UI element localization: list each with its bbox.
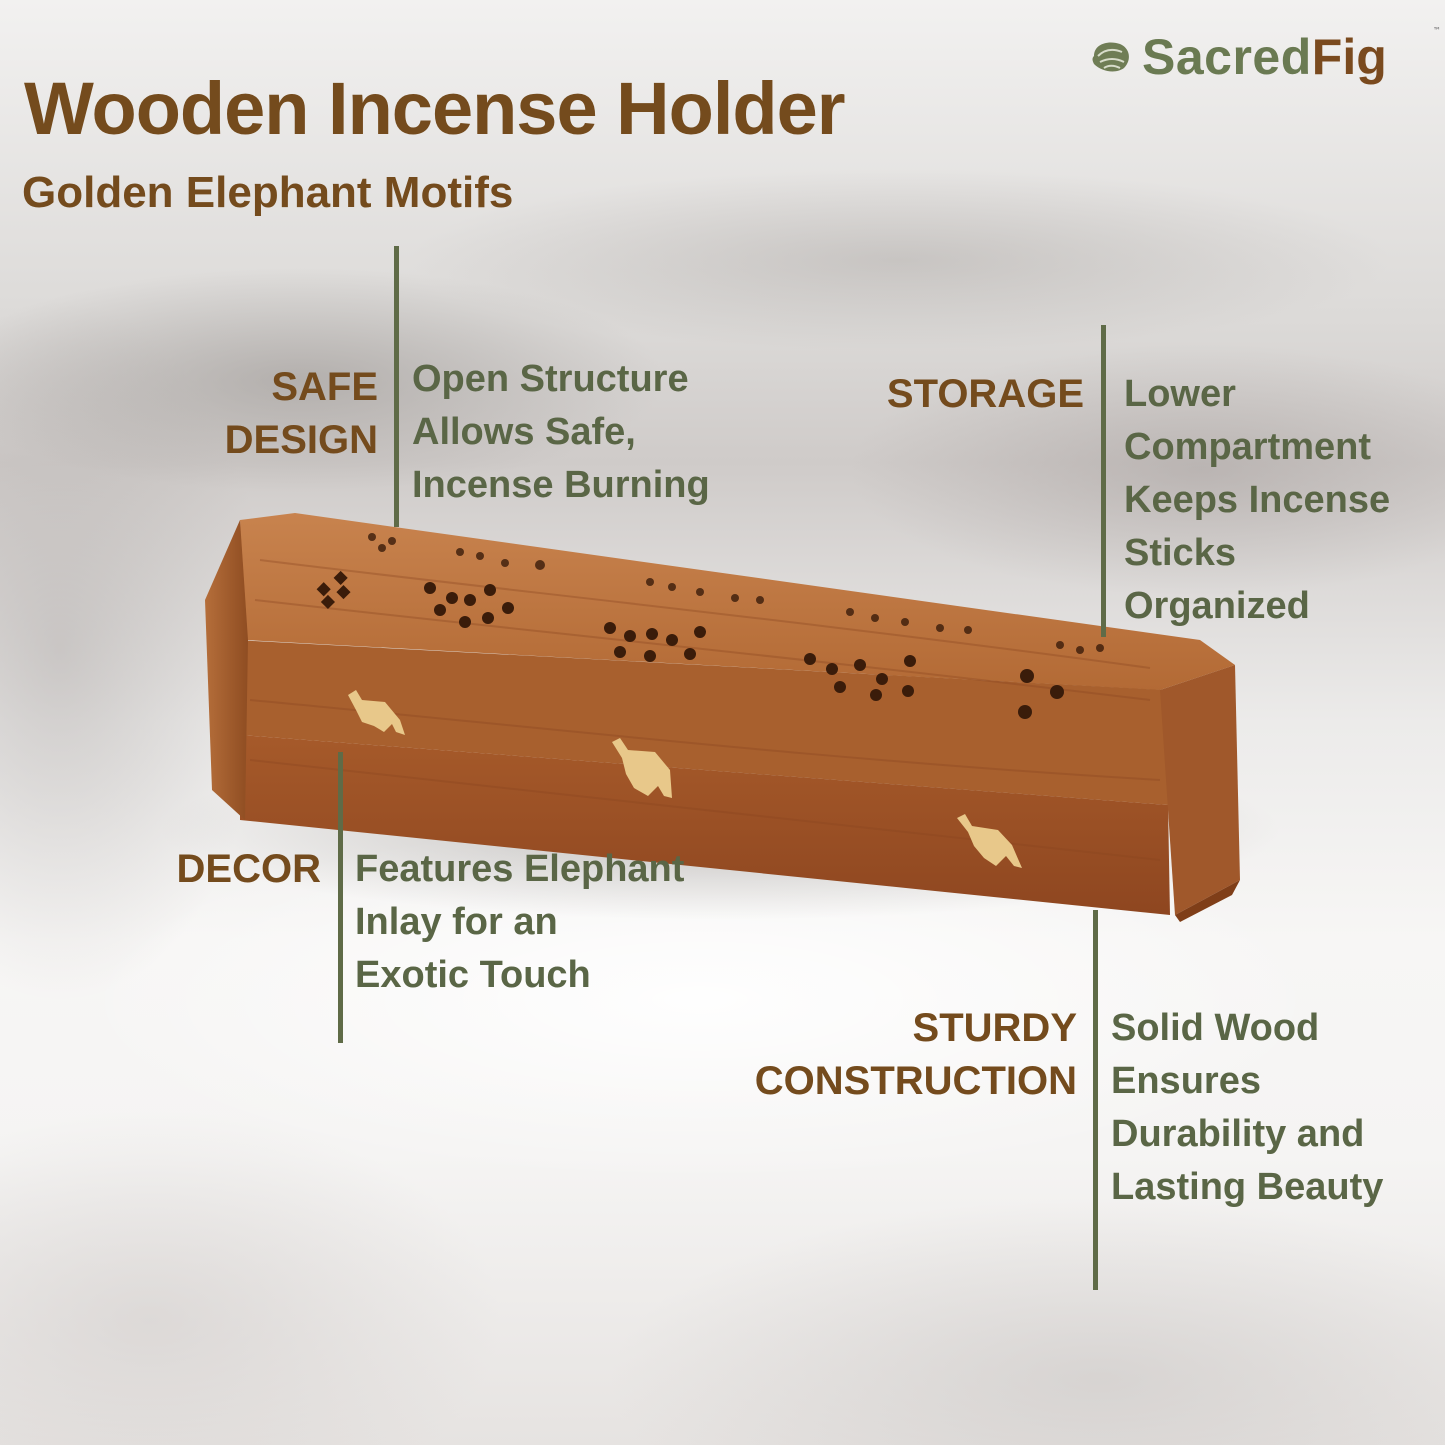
divider-line xyxy=(1101,325,1106,637)
feature-description-storage: Lower Compartment Keeps Incense Sticks O… xyxy=(1124,373,1391,627)
feature-description-safe-design: Open Structure Allows Safe, Incense Burn… xyxy=(412,358,710,506)
page-subtitle: Golden Elephant Motifs xyxy=(22,168,514,217)
brand-name-fig: Fig xyxy=(1311,29,1387,85)
divider-line xyxy=(1093,910,1098,1290)
trademark-symbol: ™ xyxy=(1433,26,1441,35)
feature-label-decor: DECOR xyxy=(176,847,321,891)
leaf-icon xyxy=(1092,42,1129,72)
feature-description-sturdy-construction: Solid Wood Ensures Durability and Lastin… xyxy=(1111,1007,1384,1208)
divider-line xyxy=(338,752,343,1043)
elephant-icon xyxy=(348,690,1022,868)
feature-label-safe-design: SAFE DESIGN xyxy=(224,365,378,462)
divider-line xyxy=(394,246,399,527)
feature-label-storage: STORAGE xyxy=(886,372,1084,416)
feature-label-sturdy-construction: STURDY CONSTRUCTION xyxy=(754,1006,1077,1103)
feature-description-decor: Features Elephant Inlay for an Exotic To… xyxy=(355,848,685,996)
page-title: Wooden Incense Holder xyxy=(24,67,846,150)
brand-name-sacred: Sacred xyxy=(1142,29,1312,85)
